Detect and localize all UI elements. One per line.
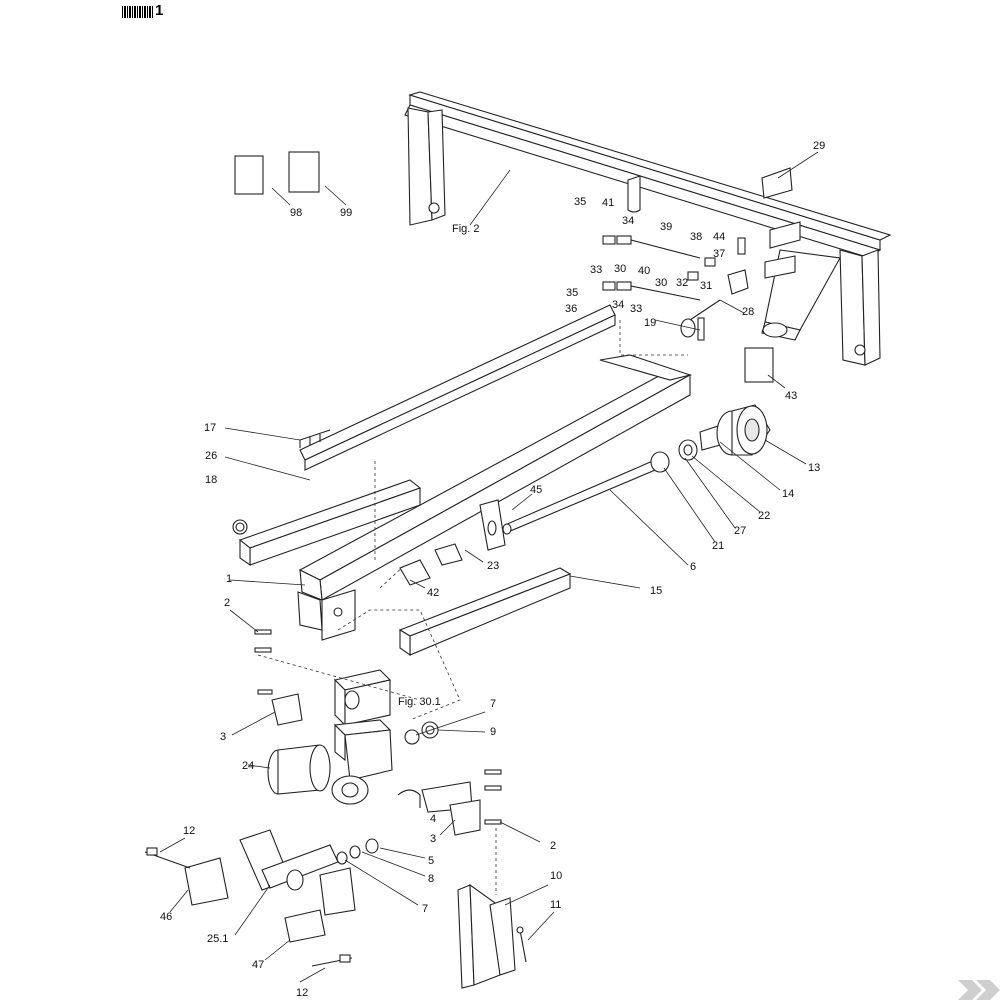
callout-12: 12 [183, 825, 195, 837]
callout-30: 30 [655, 277, 667, 289]
callout-28: 28 [742, 306, 754, 318]
callout-33: 33 [630, 303, 642, 315]
leader-lines [159, 151, 819, 983]
callout-17: 17 [204, 422, 216, 434]
callout-7: 7 [422, 903, 428, 915]
callout-30: 30 [614, 263, 626, 275]
callout-3: 3 [430, 833, 436, 845]
callout-34: 34 [612, 299, 624, 311]
main-frame [404, 91, 892, 366]
callout-24: 24 [242, 760, 254, 772]
callout-38: 38 [690, 231, 702, 243]
callout-19: 19 [644, 317, 656, 329]
callout-44: 44 [713, 231, 725, 243]
callout-15: 15 [650, 585, 662, 597]
callout-2: 2 [550, 840, 556, 852]
barcode-icon [122, 6, 154, 18]
figure-ref-fig2: Fig. 2 [452, 223, 480, 235]
callout-26: 26 [205, 450, 217, 462]
callout-11: 11 [550, 899, 561, 911]
callout-36: 36 [565, 303, 577, 315]
callouts: 1 2 2 3 3 4 5 6 7 7 8 9 10 11 12 12 13 1… [160, 140, 825, 999]
callout-99: 99 [340, 207, 352, 219]
brand-logo [958, 980, 1000, 1000]
callout-46: 46 [160, 911, 172, 923]
callout-6: 6 [690, 561, 696, 573]
callout-5: 5 [428, 855, 434, 867]
callout-9: 9 [490, 726, 496, 738]
callout-42: 42 [427, 587, 439, 599]
callout-31: 31 [700, 280, 712, 292]
callout-47: 47 [252, 959, 264, 971]
callout-18: 18 [205, 474, 217, 486]
callout-8: 8 [428, 873, 434, 885]
callout-10: 10 [550, 870, 562, 882]
callout-27: 27 [734, 525, 746, 537]
diagram-code: 1 [155, 2, 164, 19]
callout-40: 40 [638, 265, 650, 277]
callout-2: 2 [224, 597, 230, 609]
callout-21: 21 [712, 540, 724, 552]
callout-29: 29 [813, 140, 825, 152]
callout-13: 13 [808, 462, 820, 474]
drawbar [232, 304, 771, 657]
figure-ref-fig30-1: Fig. 30.1 [398, 696, 441, 708]
callout-39: 39 [660, 221, 672, 233]
callout-33: 33 [590, 264, 602, 276]
callout-3: 3 [220, 731, 226, 743]
callout-32: 32 [676, 277, 688, 289]
callout-22: 22 [758, 510, 770, 522]
callout-41: 41 [602, 197, 614, 209]
callout-12: 12 [296, 987, 308, 999]
callout-45: 45 [530, 484, 542, 496]
callout-35: 35 [574, 196, 586, 208]
callout-1: 1 [226, 573, 232, 585]
callout-14: 14 [782, 488, 794, 500]
callout-35: 35 [566, 287, 578, 299]
callout-4: 4 [430, 813, 436, 825]
gearbox-assembly [144, 151, 774, 989]
callout-43: 43 [785, 390, 797, 402]
callout-98: 98 [290, 207, 302, 219]
callout-37: 37 [713, 248, 725, 260]
hose-kit [602, 235, 749, 341]
callout-23: 23 [487, 560, 499, 572]
callout-34: 34 [622, 215, 634, 227]
callout-7: 7 [490, 698, 496, 710]
callout-25-1: 25.1 [207, 933, 228, 945]
alignment-lines [257, 320, 688, 895]
